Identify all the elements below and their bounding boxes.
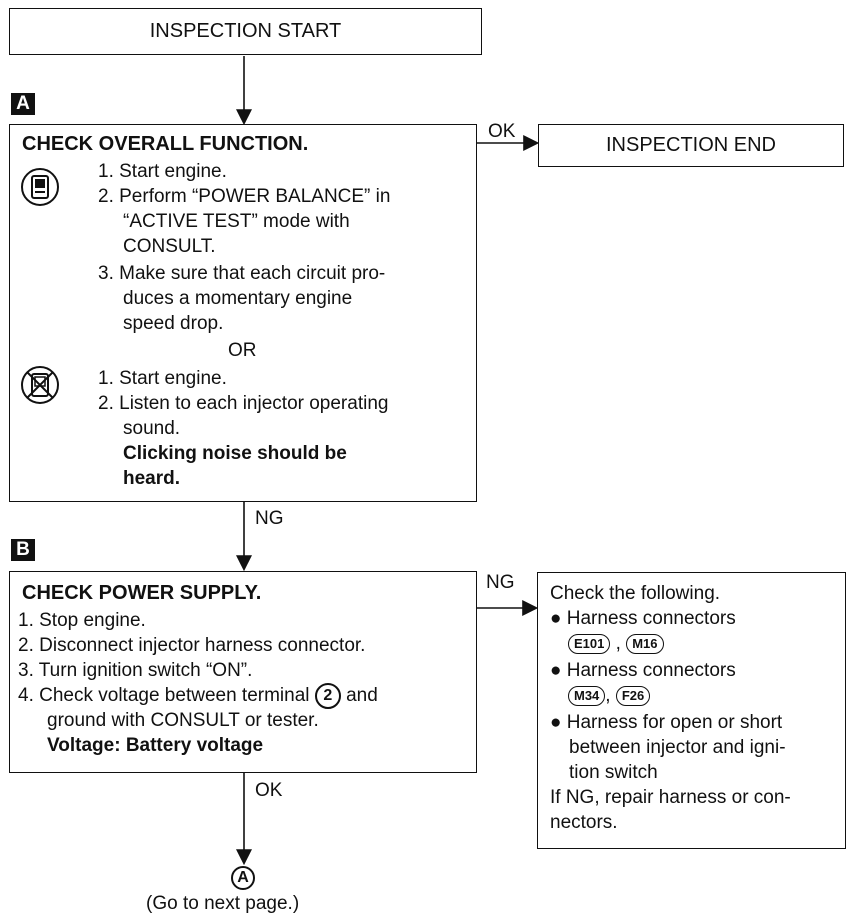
- step-b-marker: B: [11, 539, 35, 561]
- step-b-line-4: 4. Check voltage between terminal 2 and: [18, 683, 378, 709]
- ng-item-3-text-1: Harness for open or short: [566, 712, 783, 733]
- connector-f26: F26: [615, 685, 651, 706]
- step-a-result-1: Clicking noise should be: [123, 443, 347, 464]
- step-b-line-1: 1. Stop engine.: [18, 610, 146, 631]
- consult-icon: [20, 167, 60, 212]
- ng-item-2-connectors: M34, F26: [568, 683, 651, 708]
- ng-check-box: Check the following. ● Harness connector…: [537, 572, 846, 849]
- step-b-ng-label: NG: [486, 572, 515, 593]
- ng-item-3-text-3: tion switch: [569, 762, 658, 783]
- no-consult-line-2: 2. Listen to each injector operating: [98, 393, 389, 414]
- step-a-marker: A: [11, 93, 35, 115]
- ng-item-2-text: Harness connectors: [566, 660, 736, 681]
- step-a-ng-label: NG: [255, 508, 284, 529]
- inspection-start-box: INSPECTION START: [9, 8, 482, 55]
- goto-next-page-label: (Go to next page.): [146, 893, 300, 914]
- step-a-result-2: heard.: [123, 468, 181, 489]
- step-b-line-5: ground with CONSULT or tester.: [47, 710, 319, 731]
- step-b-result: Voltage: Battery voltage: [47, 735, 264, 756]
- step-b-line-2: 2. Disconnect injector harness connector…: [18, 635, 366, 656]
- no-consult-line-3: sound.: [123, 418, 181, 439]
- step-a-box: CHECK OVERALL FUNCTION. 1. Start engine.…: [9, 124, 477, 502]
- ng-item-1: ● Harness connectors: [550, 608, 736, 629]
- or-label: OR: [228, 340, 257, 361]
- ng-item-1-text: Harness connectors: [566, 608, 736, 629]
- consult-line-4: CONSULT.: [123, 236, 216, 257]
- ng-item-2: ● Harness connectors: [550, 660, 736, 681]
- ng-box-footer-2: nectors.: [550, 812, 618, 833]
- step-b-line-4-and: and: [346, 685, 378, 707]
- connector-m16: M16: [626, 633, 664, 654]
- inspection-end-label: INSPECTION END: [605, 134, 777, 156]
- consult-line-2: 2. Perform “POWER BALANCE” in: [98, 186, 391, 207]
- step-b-box: CHECK POWER SUPPLY. 1. Stop engine. 2. D…: [9, 571, 477, 773]
- ng-box-title: Check the following.: [550, 583, 721, 604]
- connector-m34: M34: [568, 685, 606, 706]
- consult-line-6: duces a momentary engine: [123, 288, 353, 309]
- ng-item-3-text-2: between injector and igni-: [569, 737, 786, 758]
- no-consult-line-1: 1. Start engine.: [98, 368, 227, 389]
- consult-line-3: “ACTIVE TEST” mode with: [123, 211, 350, 232]
- consult-line-7: speed drop.: [123, 313, 224, 334]
- terminal-2-symbol: 2: [314, 683, 341, 709]
- step-b-line-4-text: 4. Check voltage between terminal: [18, 685, 310, 707]
- step-a-heading: CHECK OVERALL FUNCTION.: [22, 133, 309, 155]
- ng-box-footer-1: If NG, repair harness or con-: [550, 787, 791, 808]
- inspection-start-label: INSPECTION START: [149, 20, 342, 42]
- inspection-end-box: INSPECTION END: [538, 124, 844, 167]
- ng-item-1-connectors: E101 , M16: [568, 631, 664, 656]
- connector-e101: E101: [568, 633, 611, 654]
- step-b-heading: CHECK POWER SUPPLY.: [22, 582, 262, 604]
- step-b-line-3: 3. Turn ignition switch “ON”.: [18, 660, 253, 681]
- goto-a-symbol: A: [231, 866, 255, 890]
- ng-item-3: ● Harness for open or short: [550, 712, 783, 733]
- consult-line-1: 1. Start engine.: [98, 161, 227, 182]
- consult-line-5: 3. Make sure that each circuit pro-: [98, 263, 386, 284]
- step-a-ok-label: OK: [488, 121, 516, 142]
- step-b-ok-label: OK: [255, 780, 283, 801]
- no-consult-icon: [20, 365, 60, 410]
